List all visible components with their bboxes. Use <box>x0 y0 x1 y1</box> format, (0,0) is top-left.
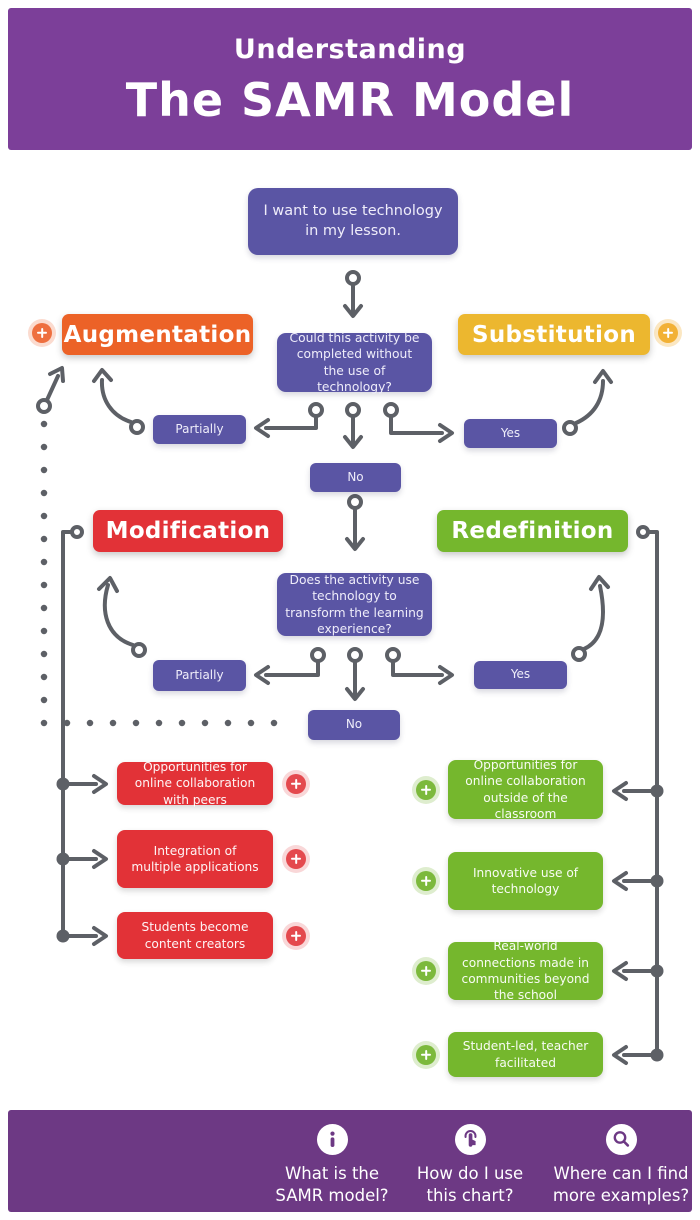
plus-icon[interactable] <box>416 1045 436 1065</box>
arrowhead-right-icon <box>438 423 454 443</box>
category-modification: Modification <box>93 510 283 552</box>
plus-icon[interactable] <box>658 323 678 343</box>
arrowhead-down-icon <box>345 687 365 701</box>
plus-icon[interactable] <box>416 871 436 891</box>
arrowhead-up-icon <box>92 368 113 383</box>
answer-yes-1: Yes <box>464 419 557 448</box>
arrowhead-left-icon <box>612 961 628 981</box>
connector-start-circle <box>70 525 84 539</box>
footer-nav-what-is-samr[interactable]: What is the SAMR model? <box>246 1124 418 1207</box>
plus-icon[interactable] <box>286 849 306 869</box>
connector-start-circle <box>383 402 399 418</box>
connector-start-circle <box>36 398 52 414</box>
arrowhead-right-icon <box>92 774 108 794</box>
answer-partially-2: Partially <box>153 660 246 691</box>
arrowhead-left-icon <box>254 418 270 438</box>
arrowhead-right-icon <box>92 926 108 946</box>
answer-yes-2: Yes <box>474 661 567 689</box>
category-substitution: Substitution <box>458 314 650 355</box>
modification-item: Integration of multiple applications <box>117 830 273 888</box>
header-kicker: Understanding <box>233 34 467 65</box>
answer-partially-1: Partially <box>153 415 246 444</box>
redefinition-item: Real-world connections made in communiti… <box>448 939 603 1002</box>
connector-start-circle <box>345 402 361 418</box>
arrowhead-up-icon <box>48 366 65 383</box>
footer-nav-how-to-use[interactable]: How do I use this chart? <box>395 1124 545 1207</box>
connector-start-circle <box>347 494 363 510</box>
connector-line <box>45 374 60 402</box>
arrowhead-up-icon <box>593 369 613 384</box>
arrowhead-down-icon <box>343 435 363 449</box>
arrowhead-left-icon <box>612 781 628 801</box>
modification-item: Students become content creators <box>117 912 273 959</box>
modification-runner-line <box>61 530 73 938</box>
connector-line <box>391 659 444 677</box>
arrowhead-left-icon <box>612 1045 628 1065</box>
page-title: The SAMR Model <box>125 73 575 127</box>
redefinition-item: Student-led, teacher facilitated <box>448 1032 603 1077</box>
connector-start-circle <box>385 647 401 663</box>
tap-icon <box>454 1124 486 1155</box>
redefinition-item: Innovative use of technology <box>448 852 603 910</box>
plus-icon[interactable] <box>32 323 52 343</box>
arrowhead-right-icon <box>92 849 108 869</box>
connector-line <box>389 414 444 435</box>
arrowhead-right-icon <box>438 665 454 685</box>
redefinition-runner-line <box>647 530 659 1057</box>
plus-icon[interactable] <box>416 961 436 981</box>
category-augmentation: Augmentation <box>62 314 253 355</box>
plus-icon[interactable] <box>286 774 306 794</box>
connector-start-circle <box>129 419 145 435</box>
curved-connector <box>574 379 605 425</box>
curved-connector <box>102 583 135 647</box>
start-node: I want to use technology in my lesson. <box>248 188 458 255</box>
category-redefinition: Redefinition <box>437 510 628 552</box>
arrowhead-left-icon <box>612 871 628 891</box>
connector-start-circle <box>131 642 147 658</box>
connector-line <box>264 659 320 677</box>
question-node-1: Could this activity be completed without… <box>277 331 432 394</box>
connector-start-circle <box>347 647 363 663</box>
connector-start-circle <box>571 646 587 662</box>
search-icon <box>605 1124 637 1155</box>
connector-start-circle <box>636 525 650 539</box>
plus-icon[interactable] <box>286 926 306 946</box>
plus-icon[interactable] <box>416 780 436 800</box>
answer-no-1: No <box>310 463 401 492</box>
curved-connector <box>99 378 133 424</box>
footer-nav-label: What is the SAMR model? <box>275 1164 389 1205</box>
arrowhead-down-icon <box>345 537 365 551</box>
connector-start-circle <box>308 402 324 418</box>
footer-nav-label: How do I use this chart? <box>416 1164 524 1205</box>
connector-line <box>264 414 318 430</box>
arrowhead-down-icon <box>343 304 363 318</box>
question-node-2: Does the activity use technology to tran… <box>277 573 432 636</box>
curved-connector <box>582 584 605 651</box>
arrowhead-up-icon <box>97 576 119 593</box>
redefinition-item: Opportunities for online collaboration o… <box>448 758 603 821</box>
footer-banner: vartek What is the SAMR model? <box>8 1110 692 1212</box>
answer-no-2: No <box>308 710 400 740</box>
arrowhead-up-icon <box>589 575 610 591</box>
info-icon <box>316 1124 348 1155</box>
connector-start-circle <box>345 270 361 286</box>
footer-nav-label: Where can I find more examples? <box>552 1164 690 1205</box>
modification-item: Opportunities for online collaboration w… <box>117 760 273 807</box>
connector-start-circle <box>310 647 326 663</box>
connector-start-circle <box>562 420 578 436</box>
footer-nav-more-examples[interactable]: Where can I find more examples? <box>531 1124 700 1207</box>
header-banner: Understanding The SAMR Model <box>8 8 692 150</box>
arrowhead-left-icon <box>254 665 270 685</box>
